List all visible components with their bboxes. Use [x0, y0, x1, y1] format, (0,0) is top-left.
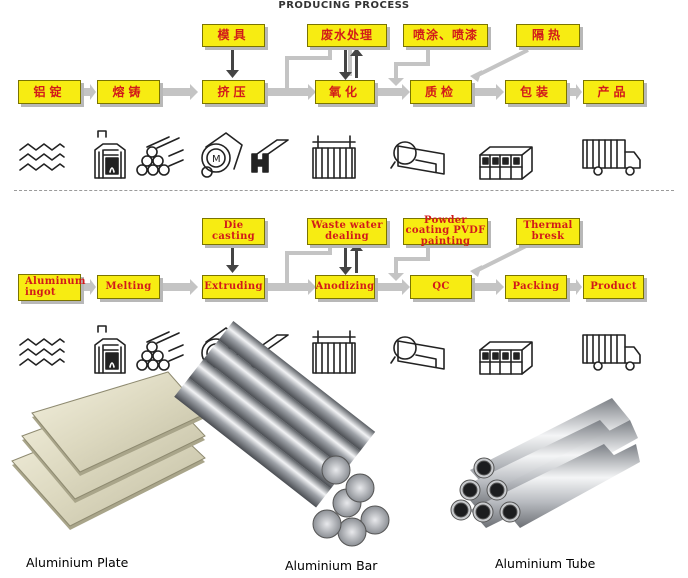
anodizing-tank-icon [312, 135, 356, 179]
aluminium-tube-icon [450, 398, 640, 528]
profile-icon [251, 139, 289, 173]
en-step-melting: Melting [97, 275, 160, 299]
section-divider [14, 190, 674, 191]
en-step-extruding: Extruding [202, 275, 265, 299]
caption-plate: Aluminium Plate [26, 555, 129, 570]
cn-step-packing: 包装 [505, 80, 567, 104]
en-step-qc: QC [410, 275, 472, 299]
packaging-bundle-icon [479, 146, 533, 180]
en-waste-water: Waste water dealing [307, 218, 387, 245]
ingot-stack-icon [19, 143, 65, 171]
cn-step-product: 产品 [583, 80, 644, 104]
round-bars-icon [136, 331, 184, 371]
cn-coating: 喷涂、喷漆 [403, 24, 488, 47]
en-die: Die casting [202, 218, 265, 245]
inspection-tool-icon [390, 141, 445, 175]
delivery-truck-icon [582, 139, 641, 176]
delivery-truck-icon [582, 334, 641, 371]
en-step-ingot: Aluminum ingot [18, 274, 85, 301]
cn-waste-water: 废水处理 [307, 24, 387, 47]
cn-step-qc: 质检 [410, 80, 472, 104]
en-thermal: Thermal bresk [516, 218, 580, 245]
svg-text:M: M [212, 154, 221, 165]
aluminium-bar-icon [174, 321, 390, 547]
caption-tube: Aluminium Tube [495, 556, 596, 571]
en-step-anodizing: Anodizing [315, 275, 375, 299]
cn-step-ingot: 铝锭 [18, 80, 81, 104]
cn-step-extruding: 挤压 [202, 80, 265, 104]
anodizing-tank-icon [312, 330, 356, 374]
en-coating: Powder coating PVDF painting [403, 215, 488, 247]
ingot-stack-icon [19, 338, 65, 366]
cn-step-anodizing: 氧化 [315, 80, 375, 104]
page-title: PRODUCING PROCESS [278, 0, 410, 11]
cn-die: 模具 [202, 24, 265, 47]
en-step-product: Product [583, 275, 644, 299]
caption-bar: Aluminium Bar [285, 558, 378, 573]
round-bars-icon [136, 136, 184, 176]
aluminium-plate-icon [11, 371, 206, 530]
furnace-icon [94, 130, 126, 179]
cn-step-melting: 熔铸 [97, 80, 160, 104]
en-step-packing: Packing [505, 275, 567, 299]
furnace-icon [94, 325, 126, 374]
packaging-bundle-icon [479, 341, 533, 375]
extrusion-die-icon: M [201, 132, 243, 178]
cn-thermal: 隔热 [516, 24, 580, 47]
inspection-tool-icon [390, 336, 445, 370]
